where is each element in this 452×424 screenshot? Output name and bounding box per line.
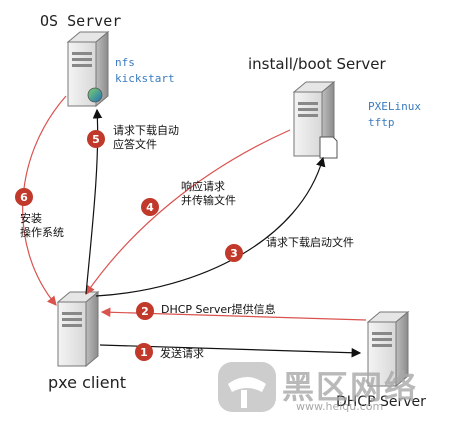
arrow-5-request-kickstart [85, 108, 103, 295]
step-6-badge: 6 [15, 188, 33, 206]
install-service-pxelinux: PXELinux [368, 100, 421, 113]
arrow-3-request-boot [95, 156, 326, 297]
os-service-nfs: nfs [115, 56, 135, 69]
client-title: pxe client [48, 373, 127, 392]
step-6-text: 安装 操作系统 [20, 212, 64, 239]
dhcp-server-title: DHCP Server [336, 394, 426, 410]
step-3-badge: 3 [225, 244, 243, 262]
step-2-text: DHCP Server提供信息 [161, 303, 276, 316]
arrow-4-transfer-files [85, 129, 291, 295]
dhcp-server-icon [366, 310, 410, 388]
install-service-tftp: tftp [368, 116, 395, 129]
step-5-text: 请求下载自动 应答文件 [113, 124, 179, 151]
os-server-title: OS Server [40, 12, 122, 30]
os-server-icon [66, 30, 110, 108]
pxe-client-icon [56, 290, 100, 368]
step-2-badge: 2 [136, 302, 154, 320]
document-icon [319, 136, 338, 159]
watermark-text: 黑区网络 [282, 368, 419, 406]
step-1-text: 发送请求 [160, 347, 204, 360]
install-server-icon [292, 80, 338, 159]
globe-icon [87, 87, 103, 103]
watermark-url: www.heiqu.com [296, 400, 384, 413]
step-1-badge: 1 [135, 343, 153, 361]
os-service-kickstart: kickstart [115, 72, 175, 85]
install-server-title: install/boot Server [248, 55, 386, 73]
step-5-badge: 5 [87, 130, 105, 148]
watermark-logo [218, 362, 276, 412]
step-3-text: 请求下载启动文件 [266, 236, 354, 249]
step-4-text: 响应请求 并传输文件 [181, 180, 236, 207]
step-4-badge: 4 [141, 198, 159, 216]
